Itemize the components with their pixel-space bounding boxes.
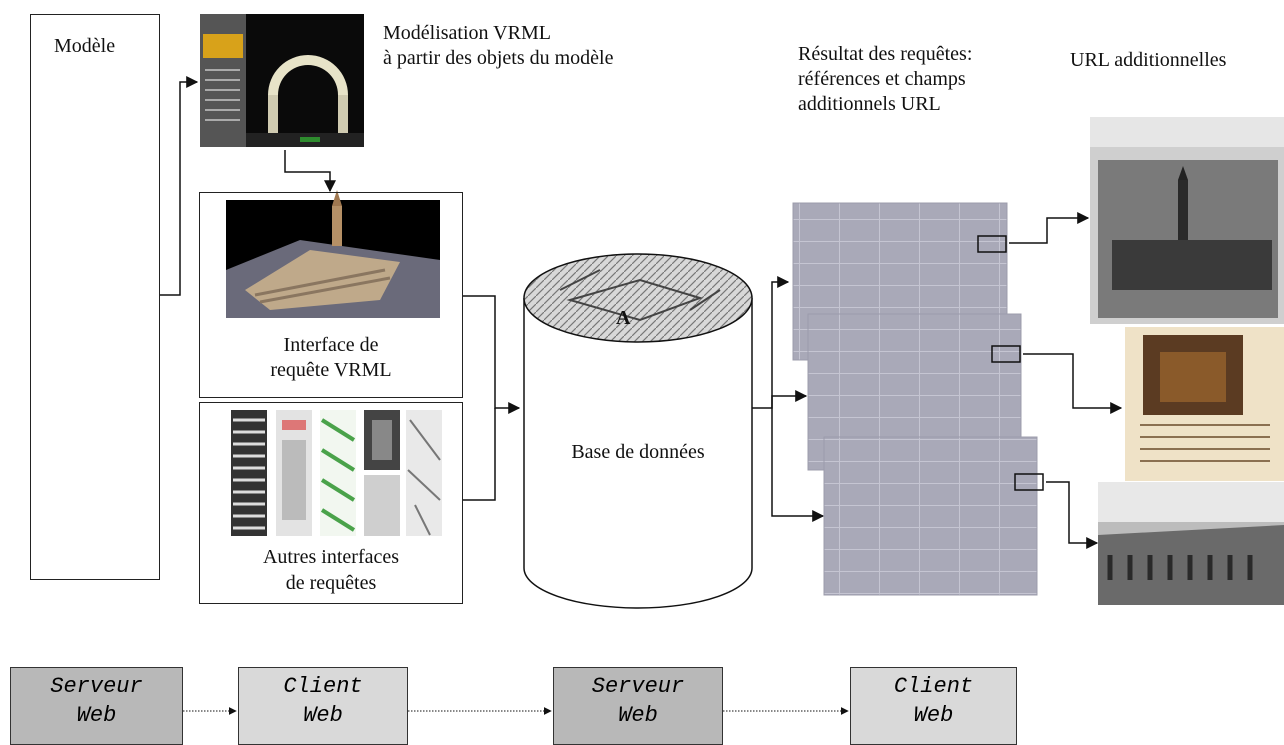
- vrml-query-panel: [199, 192, 463, 398]
- chain-box-server-2: Serveur Web: [553, 667, 723, 745]
- url-photo-image: [1098, 482, 1284, 605]
- vrml-modeling-screenshot: [200, 14, 364, 147]
- other-query-thumbnails: [231, 410, 442, 536]
- results-caption-2: références et champs: [798, 68, 966, 90]
- other-queries-caption-1: Autres interfaces: [262, 546, 400, 568]
- other-queries-panel: [199, 402, 463, 604]
- modele-panel: [30, 14, 160, 580]
- chain-line-1: Client: [283, 674, 363, 699]
- chain-line-2: Web: [76, 703, 117, 728]
- chain-box-server-1: Serveur Web: [10, 667, 183, 745]
- chain-line-2: Web: [618, 703, 658, 728]
- chain-line-1: Serveur: [50, 674, 143, 699]
- chain-box-client-1: Client Web: [238, 667, 408, 745]
- chain-box-client-2: Client Web: [850, 667, 1017, 745]
- result-screenshot-3: [823, 436, 1044, 596]
- chain-line-2: Web: [303, 703, 343, 728]
- chain-line-1: Client: [893, 674, 974, 699]
- database-cylinder: [523, 253, 753, 609]
- other-queries-caption-2: de requêtes: [285, 572, 377, 594]
- url-caption: URL additionnelles: [1070, 49, 1227, 71]
- database-top-letter: A: [616, 307, 631, 329]
- vrml-city-scene: [226, 190, 440, 318]
- url-manuscript-image: [1125, 327, 1284, 481]
- results-caption-1: Résultat des requêtes:: [798, 43, 973, 65]
- vrml-query-caption-1: Interface de: [283, 334, 379, 356]
- chain-line-1: Serveur: [591, 674, 685, 699]
- vrml-query-caption-2: requête VRML: [270, 359, 392, 381]
- results-caption-3: additionnels URL: [798, 93, 941, 115]
- vrml-modeling-caption-1: Modélisation VRML: [383, 22, 551, 44]
- chain-line-2: Web: [913, 703, 954, 728]
- database-label: Base de données: [571, 441, 705, 463]
- connectors: [159, 76, 1123, 549]
- modele-title: Modèle: [54, 35, 116, 57]
- vrml-modeling-caption-2: à partir des objets du modèle: [383, 47, 614, 69]
- url-engraving-image: [1090, 117, 1284, 324]
